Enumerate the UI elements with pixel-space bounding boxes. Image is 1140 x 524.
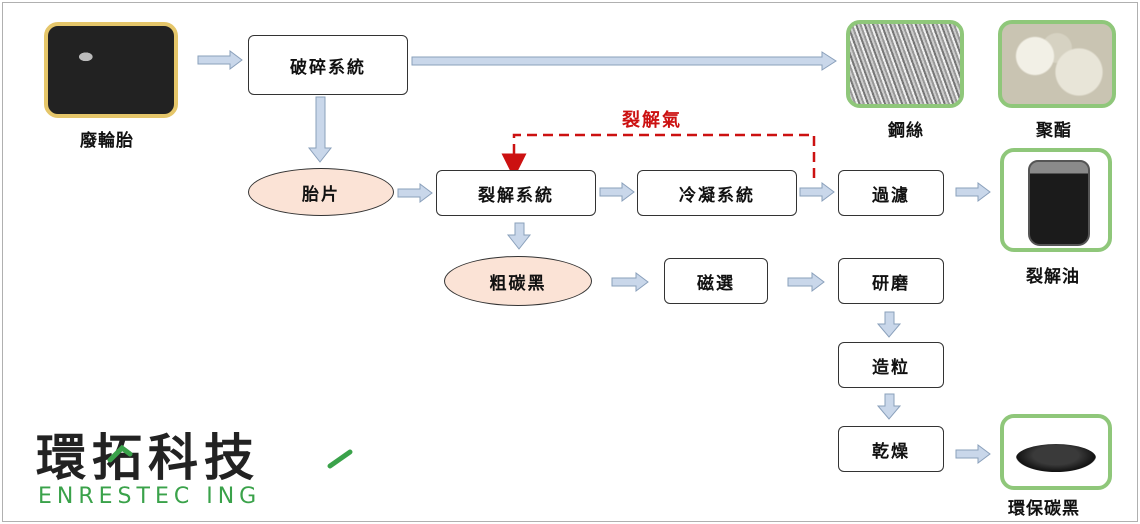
magnetic-separation-box: 磁選 — [664, 258, 768, 304]
polyester-image — [998, 20, 1116, 108]
company-logo-chinese: 環拓科技 — [36, 429, 260, 487]
company-logo-english: ENRESTEC ING — [38, 484, 262, 509]
pyrolysis-oil-label: 裂解油 — [1026, 267, 1080, 287]
drying-box: 乾燥 — [838, 426, 944, 472]
crude-carbon-black-ellipse: 粗碳黑 — [444, 256, 592, 306]
arrow-pyrolysis-to-carbon — [506, 222, 532, 250]
waste-tire-image — [44, 22, 178, 118]
green-carbon-black-label: 環保碳黑 — [1008, 499, 1080, 519]
logo-leaf-icon — [107, 444, 353, 469]
crushing-system-box: 破碎系統 — [248, 35, 408, 95]
arrow-filter-to-oil — [955, 182, 991, 202]
pyrolysis-gas-label: 裂解氣 — [622, 110, 682, 131]
steel-wire-label: 鋼絲 — [888, 121, 924, 141]
grinding-box: 研磨 — [838, 258, 944, 304]
gas-recycle-line — [501, 133, 816, 179]
arrow-grinding-to-pellet — [876, 311, 902, 338]
pyrolysis-oil-image — [1000, 148, 1112, 252]
arrow-pellet-to-drying — [876, 393, 902, 420]
arrow-magnetic-to-grinding — [787, 272, 825, 292]
filtering-box: 過濾 — [838, 170, 944, 216]
polyester-label: 聚酯 — [1036, 121, 1072, 141]
tire-chips-ellipse: 胎片 — [248, 168, 394, 216]
waste-tire-label: 廢輪胎 — [80, 131, 134, 151]
arrow-drying-to-cb — [955, 444, 991, 464]
arrow-carbon-to-magnetic — [611, 272, 649, 292]
condensing-system-box: 冷凝系統 — [637, 170, 797, 216]
oil-jar-icon — [1028, 160, 1090, 246]
steel-wire-image — [846, 20, 964, 108]
arrow-condensing-to-filter — [799, 182, 835, 202]
green-carbon-black-image — [1000, 414, 1112, 490]
arrow-tire-to-crushing — [197, 50, 243, 70]
carbon-pile-icon — [1016, 444, 1096, 472]
arrow-pyrolysis-to-condensing — [599, 182, 635, 202]
pelletizing-box: 造粒 — [838, 342, 944, 388]
arrow-crushing-to-steel — [411, 51, 837, 71]
arrow-chips-to-pyrolysis — [397, 183, 433, 203]
arrow-crushing-to-chips — [307, 96, 333, 163]
pyrolysis-system-box: 裂解系統 — [436, 170, 596, 216]
